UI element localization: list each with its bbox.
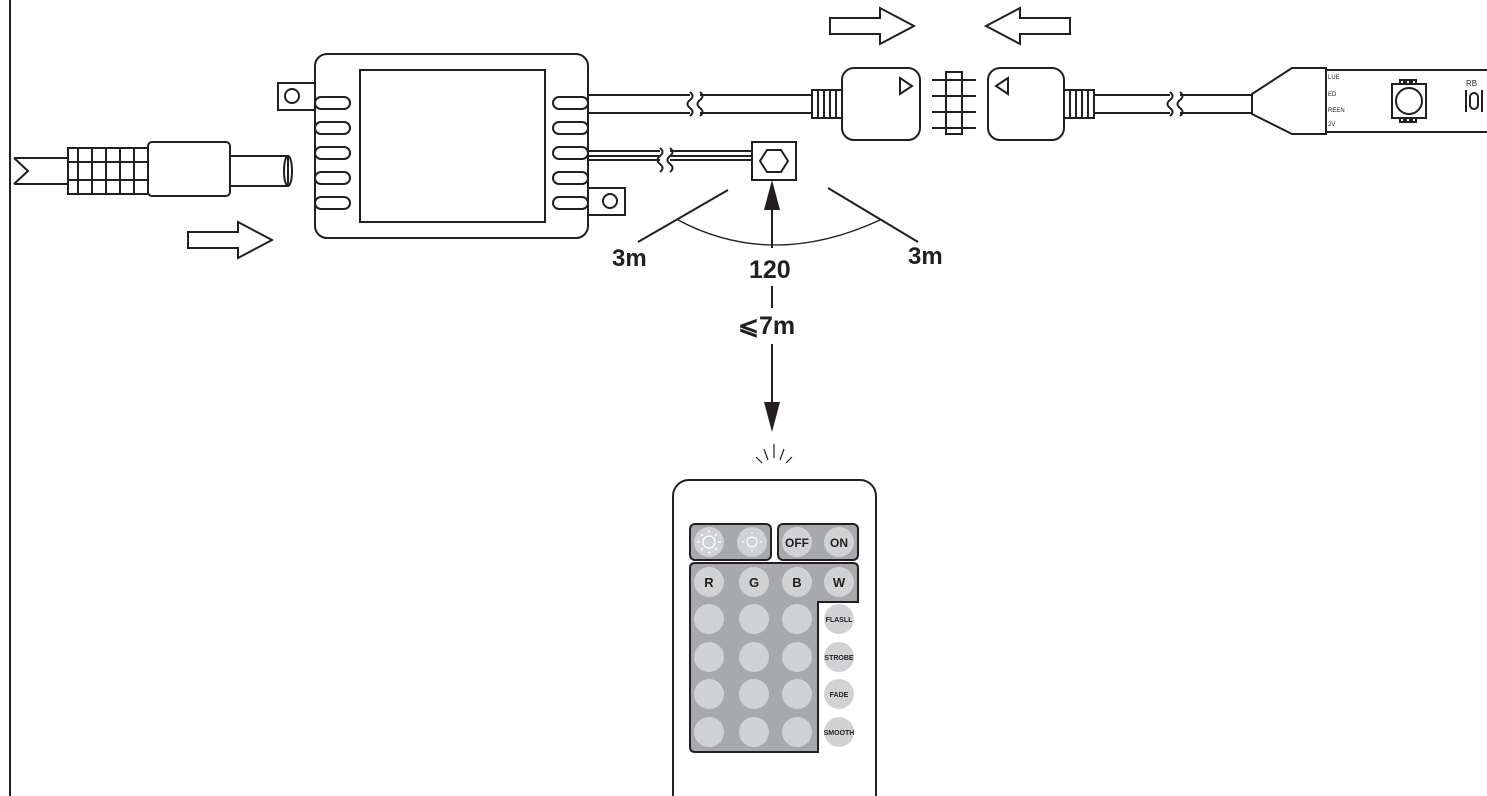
color-button[interactable] bbox=[694, 717, 724, 747]
ir-receiver bbox=[751, 141, 797, 181]
insert-arrow-right bbox=[829, 6, 917, 46]
color-button[interactable] bbox=[694, 642, 724, 672]
distance-label-left: 3m bbox=[612, 245, 647, 272]
four-pin-connector bbox=[932, 71, 976, 135]
off-button[interactable]: OFF bbox=[782, 527, 812, 557]
color-button[interactable] bbox=[782, 717, 812, 747]
remote-keypad bbox=[689, 523, 859, 753]
brightness-up-icon bbox=[697, 530, 721, 554]
strip-pin-label: ED bbox=[1328, 92, 1337, 98]
strobe-button[interactable]: STROBE bbox=[824, 642, 854, 672]
color-button[interactable] bbox=[739, 604, 769, 634]
brightness-up-button[interactable] bbox=[694, 527, 724, 557]
color-button[interactable] bbox=[694, 604, 724, 634]
strip-corner-label: RB bbox=[1466, 79, 1477, 88]
red-button[interactable]: R bbox=[694, 567, 724, 597]
color-button[interactable] bbox=[782, 642, 812, 672]
on-button[interactable]: ON bbox=[824, 527, 854, 557]
smooth-button-label: SMOOTH bbox=[824, 730, 855, 737]
arrowhead-down bbox=[764, 402, 780, 432]
strip-pin-label: LUE bbox=[1328, 75, 1340, 81]
strip-connector bbox=[987, 67, 1327, 141]
angle-line-left bbox=[637, 189, 729, 243]
dc-power-plug bbox=[13, 141, 293, 197]
green-button-label: G bbox=[749, 575, 759, 590]
color-button[interactable] bbox=[739, 717, 769, 747]
range-label: ⩽7m bbox=[738, 312, 795, 340]
strip-pin-label: REEN bbox=[1328, 108, 1345, 114]
remote-buttons: OFF ON R G B W bbox=[694, 527, 854, 747]
insert-arrow-plug bbox=[187, 220, 275, 260]
blue-button[interactable]: B bbox=[782, 567, 812, 597]
color-button[interactable] bbox=[782, 679, 812, 709]
red-button-label: R bbox=[704, 575, 714, 590]
strobe-button-label: STROBE bbox=[824, 655, 854, 662]
remote-body bbox=[672, 479, 877, 796]
strip-pin-label: 2V bbox=[1328, 122, 1335, 128]
off-button-label: OFF bbox=[785, 536, 809, 550]
brightness-down-button[interactable] bbox=[737, 527, 767, 557]
color-button[interactable] bbox=[782, 604, 812, 634]
color-button[interactable] bbox=[739, 642, 769, 672]
flash-button[interactable]: FLASLL bbox=[824, 604, 854, 634]
on-button-label: ON bbox=[830, 536, 848, 550]
ir-signal-rays bbox=[755, 444, 793, 464]
color-button[interactable] bbox=[739, 679, 769, 709]
color-button[interactable] bbox=[694, 679, 724, 709]
fade-button[interactable]: FADE bbox=[824, 679, 854, 709]
output-cable bbox=[588, 67, 921, 141]
brightness-down-icon bbox=[742, 532, 762, 552]
angle-line-right bbox=[827, 187, 919, 243]
white-button[interactable]: W bbox=[824, 567, 854, 597]
blue-button-label: B bbox=[792, 575, 801, 590]
distance-label-right: 3m bbox=[908, 243, 943, 270]
arrowhead-up bbox=[764, 180, 780, 210]
smooth-button[interactable]: SMOOTH bbox=[824, 717, 855, 747]
angle-label: 120 bbox=[749, 256, 791, 284]
white-button-label: W bbox=[833, 575, 846, 590]
led-strip bbox=[1326, 69, 1487, 133]
green-button[interactable]: G bbox=[739, 567, 769, 597]
controller-box bbox=[277, 53, 626, 239]
ir-receiver-cable bbox=[588, 147, 752, 173]
fade-button-label: FADE bbox=[830, 692, 849, 699]
angle-arc bbox=[677, 219, 881, 246]
flash-button-label: FLASLL bbox=[826, 617, 854, 624]
insert-arrow-left bbox=[983, 6, 1071, 46]
